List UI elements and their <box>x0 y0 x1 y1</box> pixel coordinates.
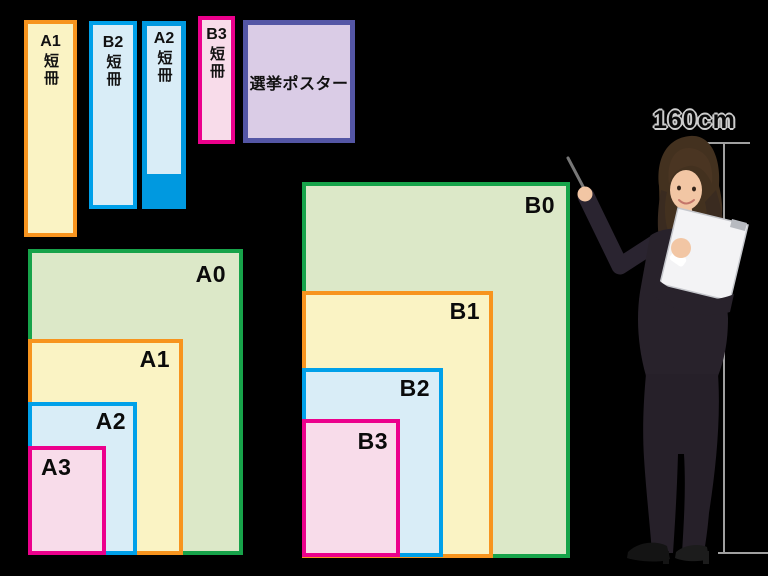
sheet-b3-label: B3 <box>357 428 388 454</box>
pointing-hand <box>577 186 593 202</box>
strip-sub-label: 短冊 <box>208 46 225 81</box>
strip-sub-label: 短冊 <box>104 54 122 89</box>
strip-b3-tanzaku-text: B3 短冊 <box>202 26 231 80</box>
crossing-forearm <box>652 278 734 316</box>
strip-b2-tanzaku: B2 短冊 <box>89 21 137 209</box>
left-eye <box>677 185 681 191</box>
strip-a2-tanzaku-text: A2 短冊 <box>142 30 186 84</box>
strip-b2-tanzaku-text: B2 短冊 <box>93 34 133 88</box>
strip-a1-tanzaku: A1 短冊 <box>24 20 77 237</box>
raised-arm <box>577 187 663 275</box>
smile <box>678 199 695 205</box>
strip-size-label: A2 <box>153 30 175 47</box>
measure-tick-top <box>676 142 750 144</box>
right-eye <box>692 186 696 192</box>
strip-size-label: B2 <box>102 34 124 51</box>
sheet-b1-label: B1 <box>449 298 480 324</box>
measure-tick-bottom <box>718 552 768 554</box>
sheet-a3-label: A3 <box>41 454 72 480</box>
shoe-front-heel <box>663 551 669 564</box>
shoe-front <box>627 542 670 562</box>
presenter-woman-illustration <box>566 135 749 564</box>
shoe-back-heel <box>703 551 709 564</box>
height-160cm-label: 160cm <box>653 106 736 134</box>
strip-a1-tanzaku-text: A1 短冊 <box>28 33 73 87</box>
hair-fringe <box>668 147 713 184</box>
strip-sub-label: 短冊 <box>42 53 59 88</box>
election-poster-label: 選挙ポスター <box>249 75 349 93</box>
strip-size-label: B3 <box>206 26 227 43</box>
sheet-a3: A3 <box>28 446 106 555</box>
strip-a2-inner-sheet <box>147 26 181 174</box>
strip-sub-label: 短冊 <box>155 50 173 85</box>
gripping-hand <box>671 238 691 258</box>
trousers <box>643 374 719 553</box>
strip-b3-tanzaku: B3 短冊 <box>198 16 235 144</box>
sheet-a0-label: A0 <box>195 261 226 287</box>
sheet-b0-label: B0 <box>524 192 555 218</box>
shoe-back <box>675 544 709 562</box>
sheet-b3: B3 <box>302 419 400 557</box>
clipboard-clip <box>730 219 747 231</box>
sheet-b2-label: B2 <box>399 375 430 401</box>
sheet-a2-label: A2 <box>95 408 126 434</box>
strip-size-label: A1 <box>40 33 61 50</box>
election-poster-box: 選挙ポスター <box>243 20 355 143</box>
strip-a2-tanzaku: A2 短冊 <box>142 21 186 209</box>
shirt-cuff <box>669 251 687 267</box>
sheet-a1-label: A1 <box>139 346 170 372</box>
